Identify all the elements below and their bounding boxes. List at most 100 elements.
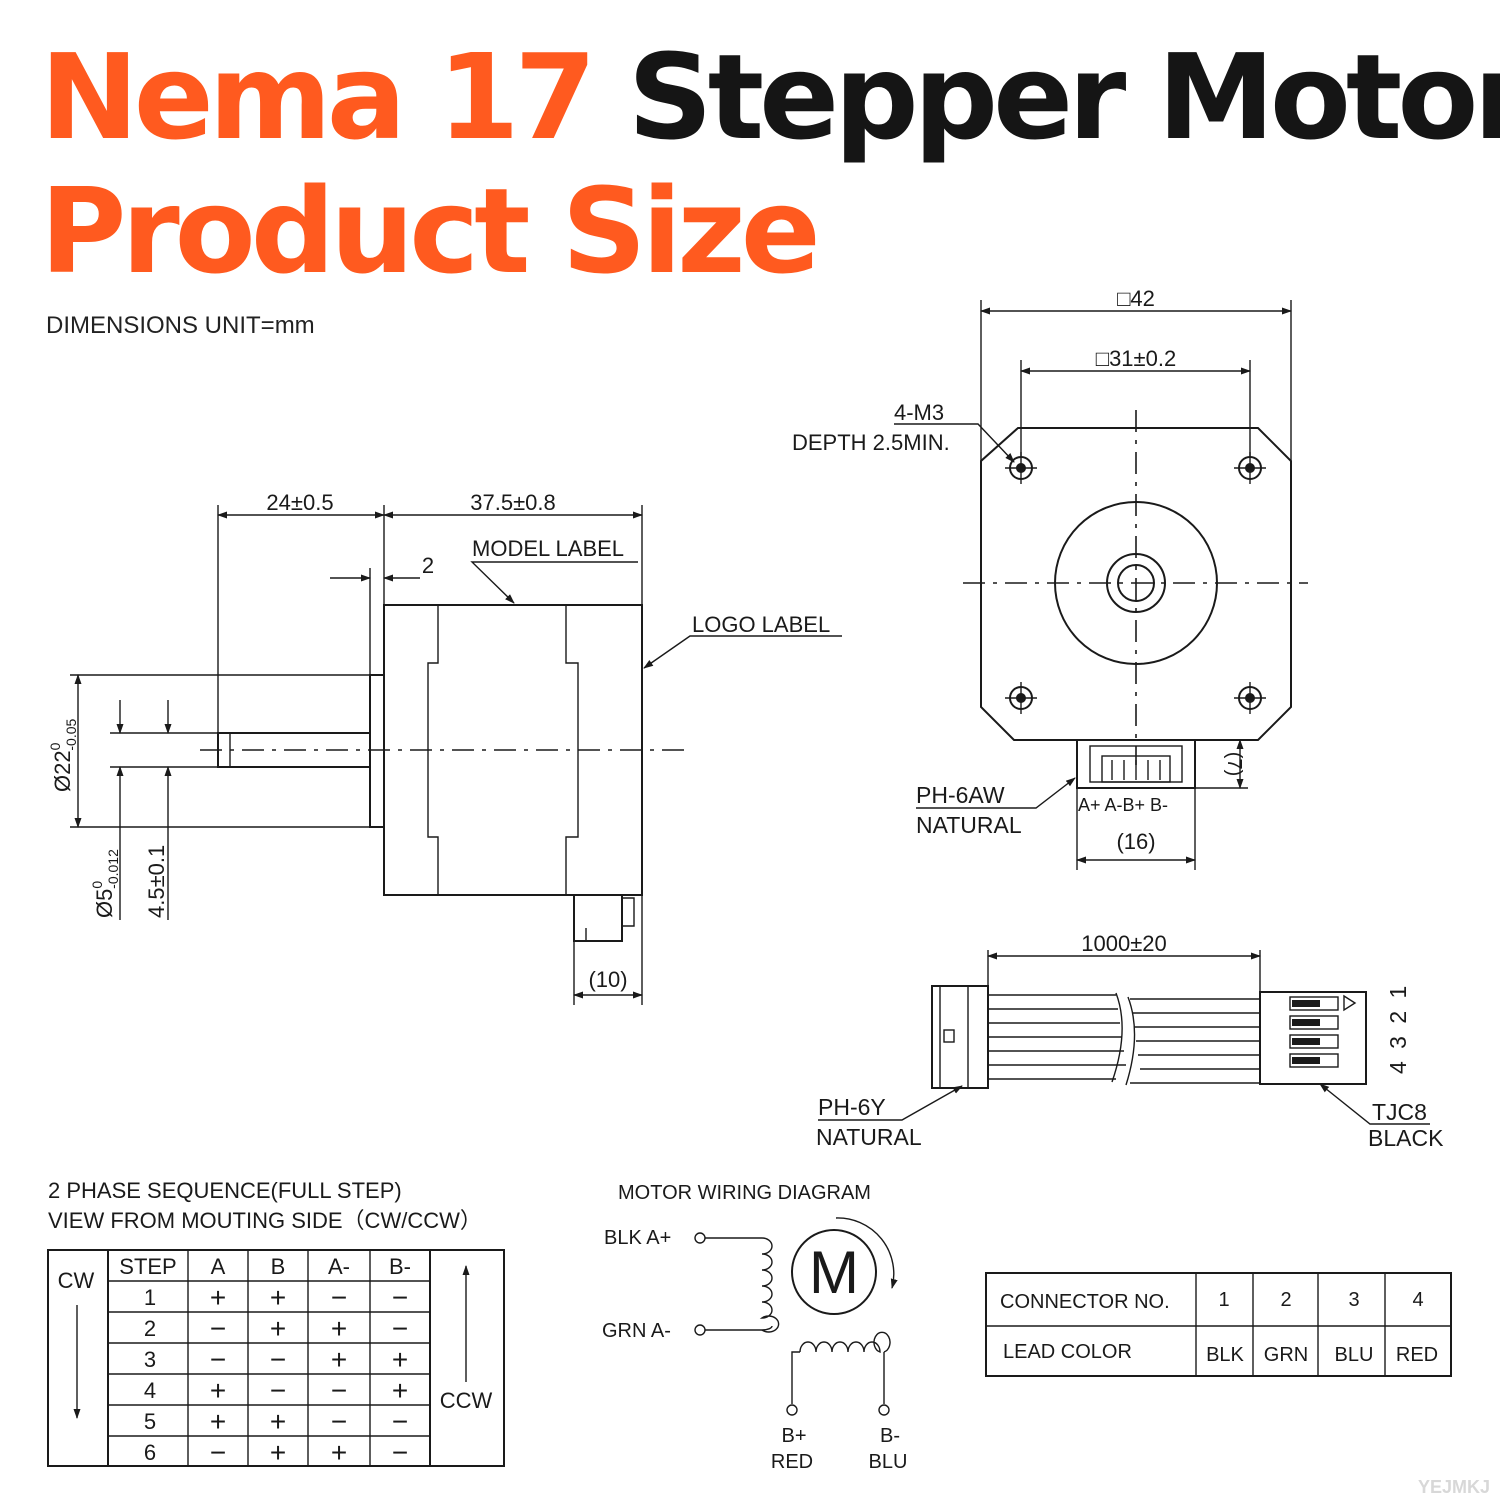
wire-red-label: RED [771,1451,813,1473]
terminal-a-minus [694,1324,706,1336]
coil-a [759,1237,780,1333]
sign-cell: + [270,1313,286,1344]
mount-hole-tl [1005,452,1037,484]
sign-cell: + [270,1282,286,1313]
connector-pins-text: A+ A-B+ B- [1078,795,1168,815]
right-plug [1259,991,1367,1085]
boss-diameter-main: Ø22 [50,750,75,792]
step-cell: 1 [144,1285,156,1310]
wiring-title: MOTOR WIRING DIAGRAM [618,1182,871,1204]
shaft-diameter-sup: 0 [89,881,105,889]
connector-model-text: PH-6AW [916,782,1005,808]
model-label-text: MODEL LABEL [472,536,624,561]
sign-cell: + [210,1375,226,1406]
sequence-row-2: 2 − + + − [144,1313,408,1344]
cable-drawing: 1000±20 4 3 2 1 PH-6Y NATURAL TJC8 BLACK [816,931,1444,1151]
leader-model-label [470,561,638,604]
connector-no-label: CONNECTOR NO. [1000,1291,1170,1313]
header-step: STEP [119,1254,176,1279]
right-plug-model: TJC8 [1372,1099,1427,1125]
cw-label: CW [58,1268,95,1293]
sequence-title-1: 2 PHASE SEQUENCE(FULL STEP) [48,1178,402,1203]
dim-hole-pitch-text: □31±0.2 [1096,346,1176,371]
connector-no-cell: 3 [1348,1289,1359,1311]
wire-bminus-label: B- [880,1425,900,1447]
wire-blu-label: BLU [869,1451,908,1473]
thread-depth-text: DEPTH 2.5MIN. [792,430,950,455]
sign-cell: − [270,1375,286,1406]
sign-cell: − [331,1282,347,1313]
dim-connector-width-text: (16) [1116,829,1155,854]
sequence-header: STEP A B A- B- [119,1254,411,1279]
sign-cell: + [270,1406,286,1437]
leader-connector [916,777,1076,809]
lead-color-cell: BLK [1206,1344,1244,1366]
sequence-table [47,1249,505,1467]
step-cell: 2 [144,1316,156,1341]
dim-outer-square-text: □42 [1117,286,1155,311]
sign-cell: + [210,1282,226,1313]
lead-color-cell: BLU [1335,1344,1374,1366]
sign-cell: − [270,1344,286,1375]
left-plug-model: PH-6Y [818,1094,886,1120]
mount-hole-br [1234,682,1266,714]
header-b-minus: B- [389,1254,411,1279]
sign-cell: + [331,1437,347,1468]
sign-cell: − [392,1313,408,1344]
connector-table: CONNECTOR NO. 1 2 3 4 LEAD COLOR BLK GRN… [985,1272,1452,1377]
cable-wires [988,992,1260,1086]
dim-shaft-diameter-text: Ø50-0.012 [89,849,121,918]
dim-body-length-text: 37.5±0.8 [470,490,555,515]
terminal-b-minus [878,1404,890,1416]
wire-blk-label: BLK A+ [604,1227,671,1249]
boss-diameter-sub: -0.05 [63,718,79,750]
sequence-row-6: 6 − + + − [144,1437,408,1468]
sign-cell: + [270,1437,286,1468]
sign-cell: − [210,1313,226,1344]
leader-logo-label [643,635,842,669]
title-model: Nema 17 [40,28,597,166]
sign-cell: − [331,1406,347,1437]
sign-cell: − [392,1282,408,1313]
leader-left-plug [818,1085,963,1121]
sign-cell: + [210,1406,226,1437]
header-a-minus: A- [328,1254,350,1279]
dim-cable-length-text: 1000±20 [1081,931,1167,956]
left-plug [931,985,989,1089]
terminal-a-plus [694,1232,706,1244]
title-product: Stepper Motor [627,28,1500,166]
dim-shaft-length-text: 24±0.5 [266,490,333,515]
sequence-row-4: 4 + − − + [144,1375,408,1406]
coil-b [799,1331,891,1353]
sign-cell: − [210,1437,226,1468]
title-line-1: Nema 17 Stepper Motor [40,38,1500,156]
title-line-2: Product Size [40,162,821,300]
terminal-b-plus [786,1404,798,1416]
sequence-title-2: VIEW FROM MOUTING SIDE（CW/CCW） [48,1208,482,1233]
front-view: □42 □31±0.2 4-M3 DEPTH 2.5MIN. (7) (16) … [792,286,1308,870]
left-plug-color: NATURAL [816,1124,922,1150]
wire-grn-label: GRN A- [602,1320,671,1342]
rotation-arrow [835,1217,898,1289]
header-a: A [211,1254,226,1279]
connector-color-text: NATURAL [916,812,1022,838]
front-body [980,427,1292,741]
sign-cell: + [331,1313,347,1344]
side-connector [573,894,623,942]
phase-sequence: 2 PHASE SEQUENCE(FULL STEP) VIEW FROM MO… [47,1178,505,1468]
dim-connector-height-text: (7) [1223,752,1245,776]
leader-right-plug [1319,1083,1430,1125]
header-b: B [271,1254,286,1279]
lead-color-label: LEAD COLOR [1003,1341,1132,1363]
sequence-row-3: 3 − − + + [144,1344,408,1375]
thread-spec-text: 4-M3 [894,400,944,425]
wire-bplus-label: B+ [781,1425,806,1447]
sign-cell: − [210,1344,226,1375]
sign-cell: − [392,1406,408,1437]
side-connector-tab [622,897,635,927]
boss-diameter-sup: 0 [47,742,63,750]
right-plug-color: BLACK [1368,1125,1444,1151]
motor-letter: M [809,1239,859,1306]
shaft-diameter-sub: -0.012 [105,849,121,889]
